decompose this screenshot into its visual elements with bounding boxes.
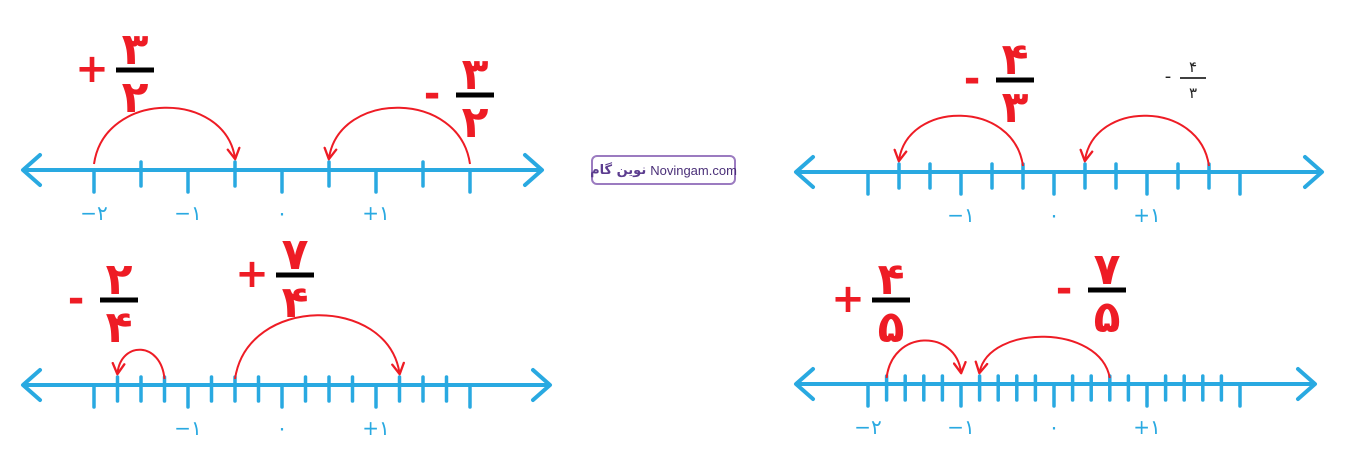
tick-label: −۱	[947, 415, 975, 439]
fraction-numerator: ۷	[1094, 244, 1121, 295]
jump-fraction-label: -۴۳	[964, 34, 1034, 133]
jump-arrow	[234, 314, 405, 380]
jump-fraction-label: +۳۲	[75, 24, 154, 123]
fraction-numerator: ۷	[282, 229, 309, 280]
tick-label: ۰	[277, 416, 288, 440]
jump-arrow	[323, 106, 471, 165]
tick-label: −۲	[854, 415, 882, 439]
axis-left-arrowhead	[21, 153, 42, 187]
fraction-sign: +	[235, 251, 269, 297]
axis-right-arrowhead	[523, 153, 544, 187]
jump-arrow	[111, 348, 166, 380]
tick-label: ۰	[1049, 203, 1060, 227]
fraction-sign: -	[424, 71, 441, 117]
tick-label: +۱	[362, 416, 390, 440]
tick-label: +۱	[362, 201, 390, 225]
axis-right-arrowhead	[1303, 155, 1324, 189]
jump-fraction-label: -۷۵	[1056, 244, 1126, 343]
axis-right-arrowhead	[531, 368, 552, 402]
jump-arrow	[974, 335, 1111, 379]
fraction-sign: -	[964, 56, 981, 102]
fraction-numerator: ۴	[878, 254, 905, 305]
tick-label: −۲	[80, 201, 108, 225]
fraction-numerator: ۴	[1189, 58, 1197, 76]
fraction-sign: +	[831, 276, 865, 322]
axis-left-arrowhead	[794, 367, 815, 401]
fraction-numerator: ۳	[462, 49, 489, 100]
fraction-numerator: ۲	[106, 254, 133, 305]
axis-left-arrowhead	[21, 368, 42, 402]
jump-fraction-label: +۷۴	[235, 229, 314, 328]
jump-arrow	[893, 114, 1024, 167]
fraction-denominator: ۴	[282, 277, 309, 328]
jump-fraction-label: -۲۴	[68, 254, 138, 353]
jump-arrow	[1079, 114, 1210, 167]
tick-label: +۱	[1133, 415, 1161, 439]
axis-left-arrowhead	[794, 155, 815, 189]
fraction-numerator: ۳	[122, 24, 149, 75]
tick-label: ۰	[1049, 415, 1060, 439]
fraction-numerator: ۴	[1002, 34, 1029, 85]
watermark-url-text: Novingam.com	[650, 162, 737, 178]
fraction-denominator: ۴	[106, 302, 133, 353]
jump-fraction-label: -۳۲	[424, 49, 494, 148]
watermark-badge: نوین گام Novingam.com	[590, 155, 737, 185]
fraction-denominator: ۳	[1002, 82, 1029, 133]
fraction-denominator: ۳	[1189, 84, 1197, 102]
watermark-persian-text: نوین گام	[590, 162, 647, 178]
fraction-denominator: ۲	[462, 97, 489, 148]
axis-right-arrowhead	[1296, 367, 1317, 401]
jump-fraction-label: -۴ ۳	[1165, 58, 1206, 102]
fraction-denominator: ۵	[878, 302, 905, 353]
tick-label: +۱	[1133, 203, 1161, 227]
tick-label: ۰	[277, 201, 288, 225]
fraction-sign: -	[1056, 266, 1073, 312]
jump-arrow	[885, 339, 967, 379]
tick-label: −۱	[174, 416, 202, 440]
fraction-sign: +	[75, 46, 109, 92]
jump-arrow	[93, 106, 241, 165]
tick-label: −۱	[947, 203, 975, 227]
fraction-sign: -	[1165, 66, 1172, 87]
fraction-sign: -	[68, 276, 85, 322]
fraction-denominator: ۵	[1094, 292, 1121, 343]
jump-fraction-label: +۴۵	[831, 254, 910, 353]
tick-label: −۱	[174, 201, 202, 225]
fraction-denominator: ۲	[122, 72, 149, 123]
